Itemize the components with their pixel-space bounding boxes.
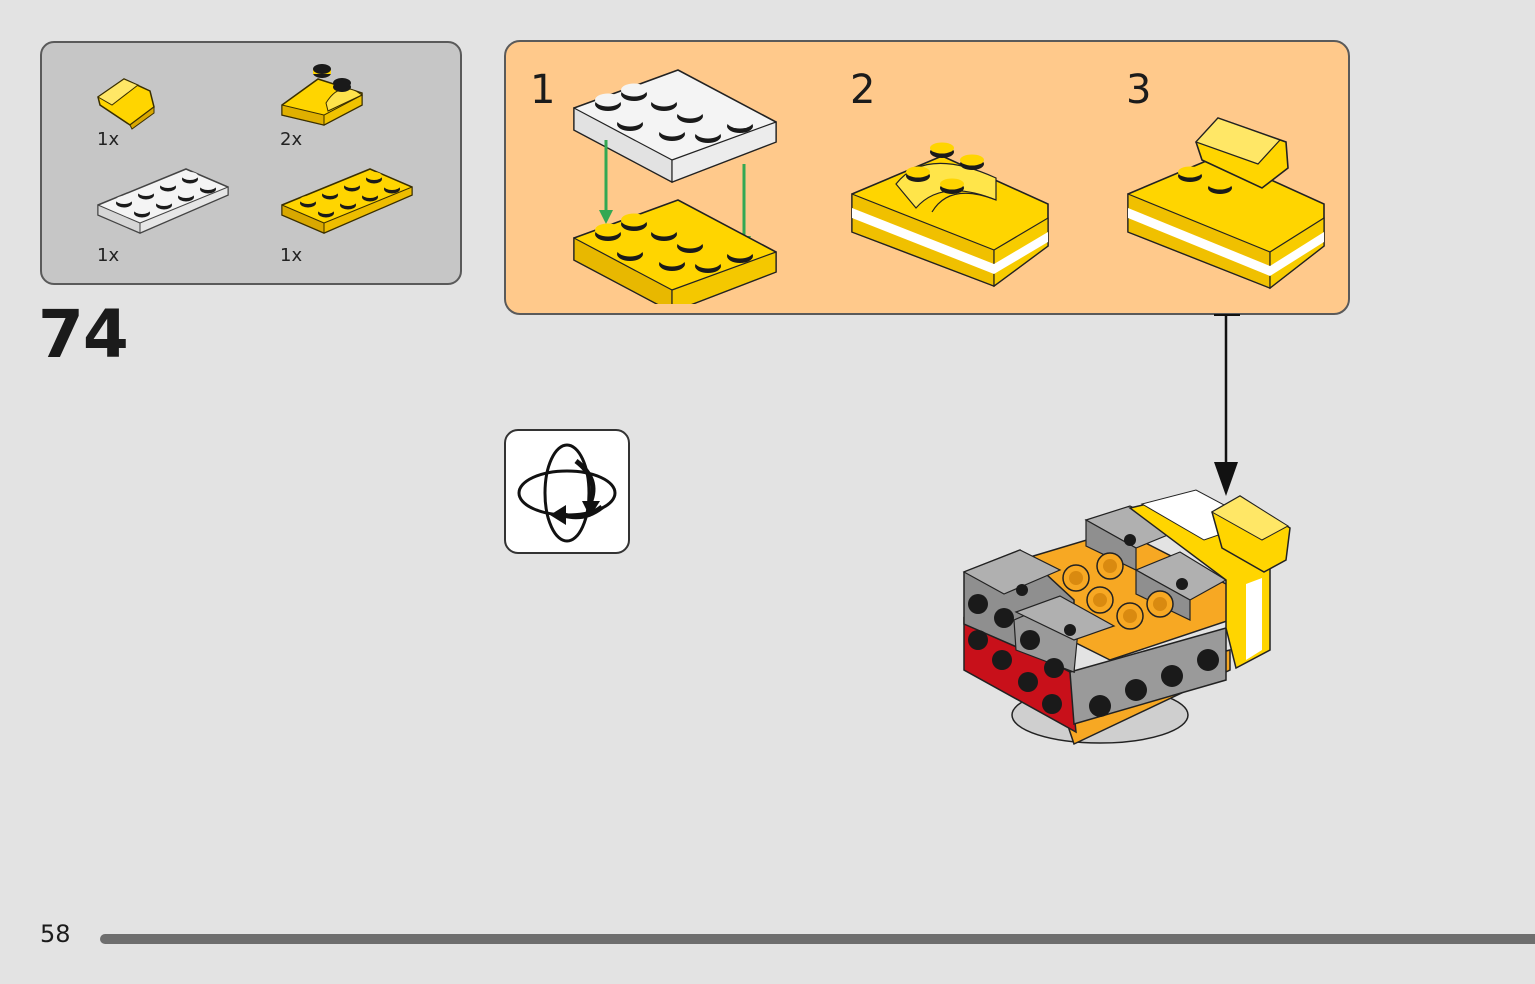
page-progress-bar	[100, 934, 1535, 944]
down-arrow-icon	[1214, 314, 1240, 496]
substep-1-illustration	[573, 69, 777, 304]
white-plate-icon	[97, 168, 229, 234]
yellow-plate-icon	[281, 168, 413, 234]
yellow-slope-icon	[97, 78, 155, 130]
part-yellow-slope: 1x	[94, 71, 164, 150]
substep-3-illustration	[1127, 117, 1325, 290]
yellow-curved-plate-icon	[281, 64, 364, 126]
step-number: 74	[38, 296, 129, 373]
rotate-model-box	[504, 429, 630, 554]
part-quantity: 1x	[280, 245, 303, 266]
substep-number-3: 3	[1126, 67, 1152, 113]
parts-list-box: 1x 2x	[40, 41, 462, 285]
part-white-plate: 1x	[94, 163, 234, 266]
part-quantity: 1x	[97, 245, 120, 266]
rotate-model-icon	[517, 443, 617, 543]
part-yellow-curved: 2x	[278, 61, 368, 150]
page-number: 58	[40, 920, 71, 948]
part-quantity: 2x	[280, 129, 303, 150]
sub-assembly-box: 1 2 3	[504, 40, 1350, 315]
part-yellow-plate: 1x	[278, 163, 418, 266]
substep-number-2: 2	[850, 67, 876, 113]
substep-number-1: 1	[530, 67, 556, 113]
substep-2-illustration	[851, 142, 1049, 288]
part-quantity: 1x	[97, 129, 120, 150]
